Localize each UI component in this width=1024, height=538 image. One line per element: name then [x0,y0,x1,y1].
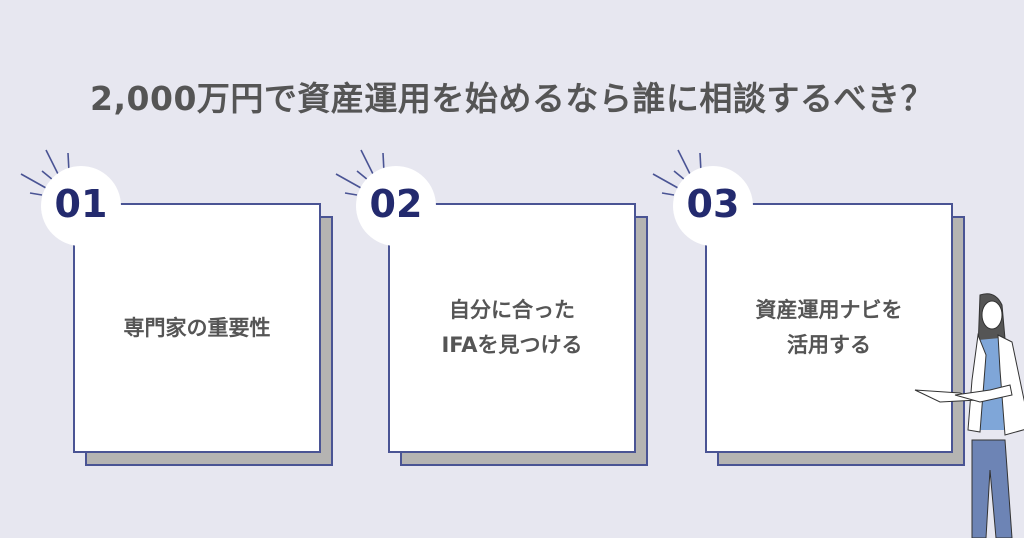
step-number: 02 [369,182,423,226]
step-number-circle [356,166,436,246]
step-number-circle [41,166,121,246]
step-text: IFAを見つける [441,333,583,357]
presenter-woman-illustration [914,293,1024,538]
step-card-1: 専門家の重要性 [73,203,321,453]
step-card-2: 自分に合った IFAを見つける [388,203,636,453]
step-number: 01 [54,182,108,226]
page-title: 2,000万円で資産運用を始めるなら誰に相談するべき？ [90,79,934,118]
step-text: 専門家の重要性 [123,315,271,340]
step-card-3: 資産運用ナビを活用する [705,203,953,453]
step-text: 活用する [787,333,871,357]
step-text: 自分に合った [448,298,575,323]
step-text: 資産運用ナビを [755,298,903,323]
step-number: 03 [686,182,740,226]
step-number-circle [673,166,753,246]
